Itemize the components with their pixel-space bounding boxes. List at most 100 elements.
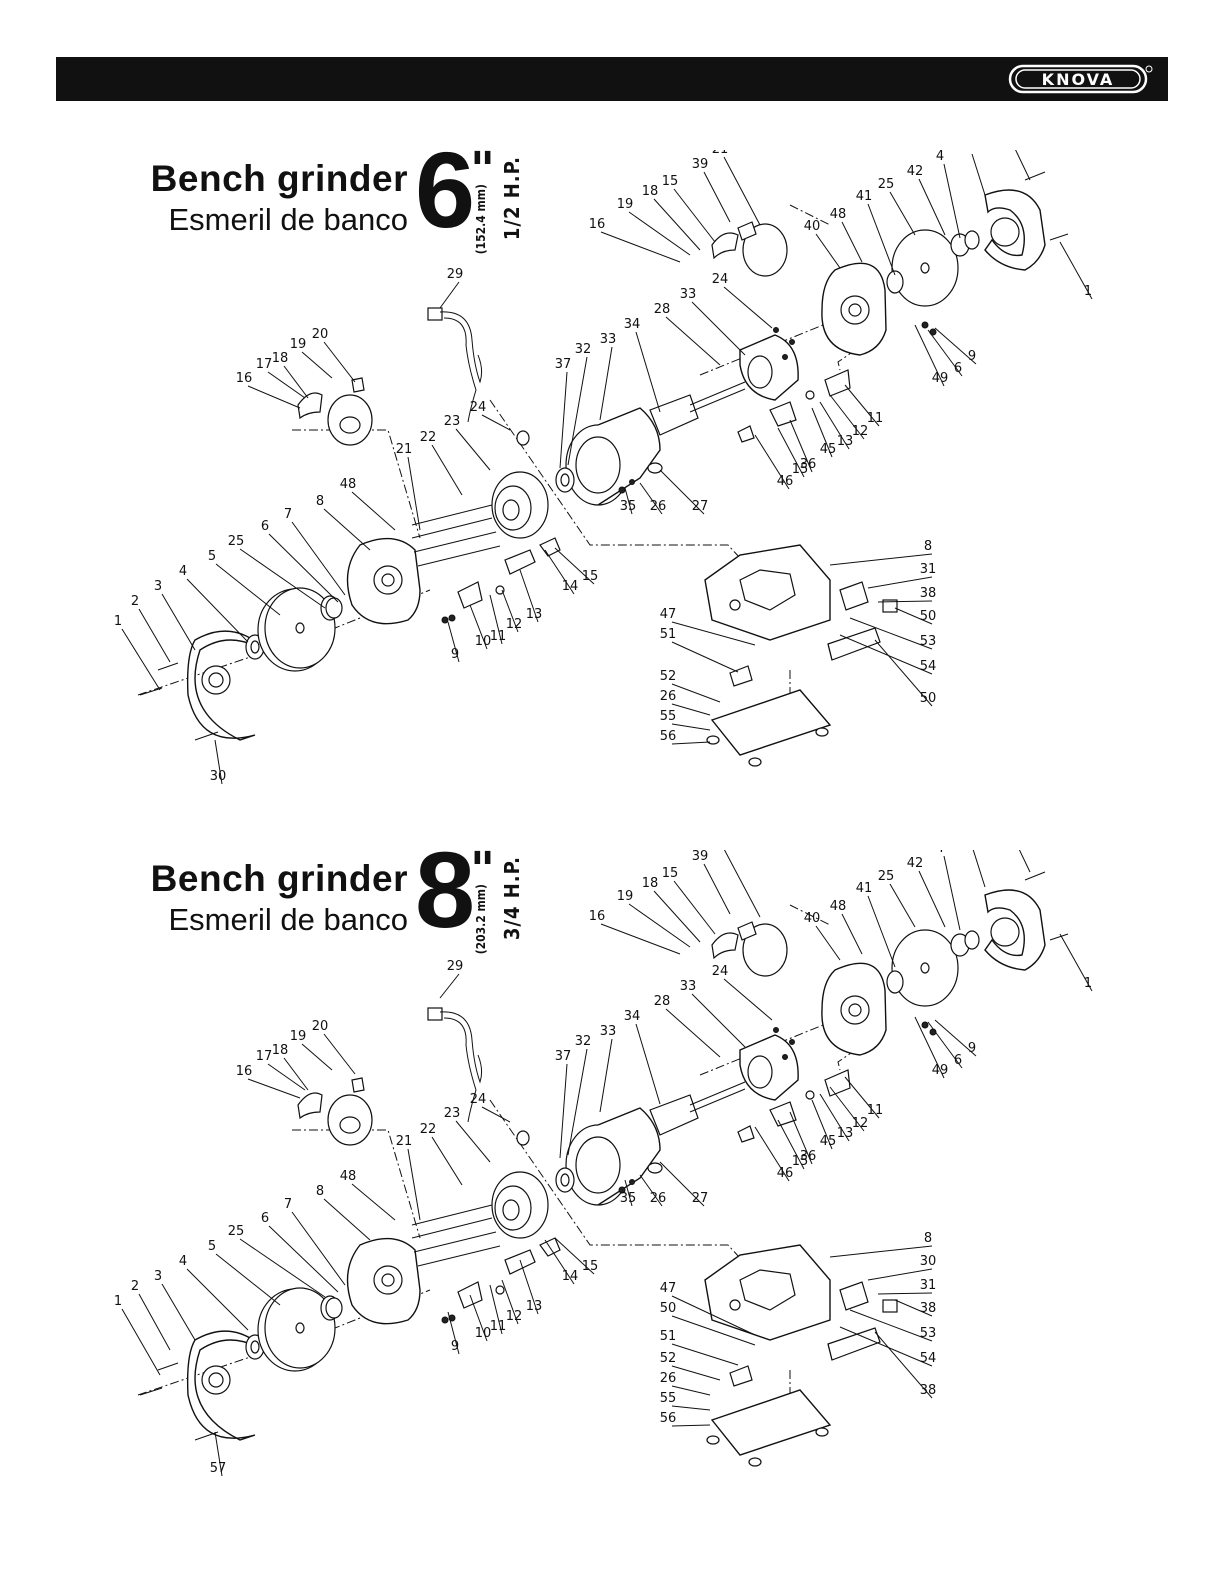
leader-line xyxy=(455,428,491,471)
part-number-label: 18 xyxy=(272,351,289,366)
part-number-label: 37 xyxy=(555,357,572,372)
tool-rest-left-icon xyxy=(457,1237,561,1309)
section-6in: Bench grinder Esmeril de banco 6 " (152.… xyxy=(0,136,1225,850)
leader-line xyxy=(849,1309,933,1342)
part-number-label: 49 xyxy=(932,371,949,386)
part-number-label: 12 xyxy=(852,1116,869,1131)
leader-line xyxy=(635,331,661,413)
leader-line xyxy=(489,594,503,645)
leader-line xyxy=(894,1299,933,1317)
title-spanish: Esmeril de banco xyxy=(168,902,408,937)
guide-line-upper-left xyxy=(292,429,421,539)
part-number-label: 10 xyxy=(475,634,492,649)
inch-mark: " xyxy=(470,842,496,898)
leader-line xyxy=(447,1311,460,1355)
leader-line xyxy=(815,233,841,269)
part-number-label: 25 xyxy=(228,534,245,549)
part-number-label: 7 xyxy=(284,507,292,522)
part-number-label: 46 xyxy=(777,474,794,489)
leader-line xyxy=(723,156,761,226)
grinding-wheel-right-icon xyxy=(891,229,959,307)
part-number-label: 11 xyxy=(490,1319,507,1334)
leader-line xyxy=(447,621,460,663)
part-number-label: 48 xyxy=(340,477,357,492)
motor-end-cover-right-icon xyxy=(739,334,799,401)
part-number-label: 23 xyxy=(444,414,461,429)
leader-line xyxy=(927,1021,963,1069)
leader-line xyxy=(691,993,746,1048)
leader-line xyxy=(754,434,790,490)
part-number-label: 16 xyxy=(589,909,606,924)
part-number-label: 39 xyxy=(692,850,709,864)
part-number-label: 16 xyxy=(236,371,253,386)
leader-line xyxy=(754,1126,790,1182)
leader-line xyxy=(439,973,460,999)
part-number-label: 41 xyxy=(856,881,873,896)
part-number-label: 12 xyxy=(852,424,869,439)
part-number-label: 25 xyxy=(878,869,895,884)
leader-line xyxy=(829,1245,933,1258)
grinder-base-icon xyxy=(704,544,831,641)
part-number-label: 13 xyxy=(526,1299,543,1314)
leader-line xyxy=(844,1076,880,1119)
leader-line xyxy=(723,850,761,918)
leader-line xyxy=(431,1136,463,1186)
title-block: Bench grinder Esmeril de banco 8 " (203.… xyxy=(0,836,560,970)
part-number-label: 9 xyxy=(451,1339,459,1354)
part-number-label: 15 xyxy=(582,569,599,584)
leader-line xyxy=(501,589,519,633)
guide-line-top-right xyxy=(789,204,831,226)
leader-line xyxy=(1059,933,1093,992)
leader-line xyxy=(867,203,896,276)
part-number-label: 34 xyxy=(624,317,641,332)
leader-line xyxy=(407,1148,421,1221)
leader-line xyxy=(943,163,961,239)
leader-line xyxy=(918,870,946,928)
rotor-shaft-icon xyxy=(649,381,746,436)
part-number-label: 4 xyxy=(179,1254,187,1269)
leader-line xyxy=(927,329,963,377)
leader-line xyxy=(829,1086,865,1132)
leader-line xyxy=(599,1038,613,1113)
part-number-label: 16 xyxy=(589,217,606,232)
grinding-wheel-left-icon xyxy=(257,1287,336,1372)
inner-guard-left-icon xyxy=(346,537,421,625)
exploded-parts-diagram: 1234525678489101112131415161718192021222… xyxy=(114,150,1093,785)
part-number-label: 4 xyxy=(936,150,944,164)
leader-line xyxy=(829,553,933,566)
part-number-label: 36 xyxy=(800,457,817,472)
part-number-label: 12 xyxy=(506,1309,523,1324)
part-number-label: 6 xyxy=(261,1211,269,1226)
leader-line xyxy=(161,593,196,651)
leader-line xyxy=(559,1063,568,1159)
leader-line xyxy=(874,1331,933,1399)
leader-line xyxy=(501,1279,519,1325)
part-number-label: 26 xyxy=(650,1191,667,1206)
leader-line xyxy=(469,604,488,650)
size-number: 8 xyxy=(415,829,476,950)
tool-rest-right-icon xyxy=(737,1069,851,1143)
part-number-label: 5 xyxy=(208,549,216,564)
strain-relief-icon xyxy=(516,430,530,446)
leader-line xyxy=(301,351,333,379)
leader-line xyxy=(877,600,933,603)
part-number-label: 25 xyxy=(878,177,895,192)
capacitor-icon xyxy=(729,665,753,687)
part-number-label: 42 xyxy=(907,164,924,179)
part-number-label: 34 xyxy=(624,1009,641,1024)
leader-line xyxy=(789,1111,813,1165)
part-number-label: 23 xyxy=(444,1106,461,1121)
part-number-label: 40 xyxy=(804,219,821,234)
brand-name: KNOVA xyxy=(1042,70,1115,89)
leader-line xyxy=(849,617,933,650)
flange-left-icon xyxy=(320,1295,343,1321)
leader-line xyxy=(138,608,171,663)
part-number-label: 13 xyxy=(837,1126,854,1141)
part-number-label: 1 xyxy=(114,1294,122,1309)
leader-line xyxy=(214,1431,223,1477)
part-number-label: 2 xyxy=(131,1279,139,1294)
leader-line xyxy=(628,903,691,948)
part-number-label: 5 xyxy=(208,1239,216,1254)
title-spanish: Esmeril de banco xyxy=(168,202,408,237)
bearing-left-icon xyxy=(555,467,575,493)
